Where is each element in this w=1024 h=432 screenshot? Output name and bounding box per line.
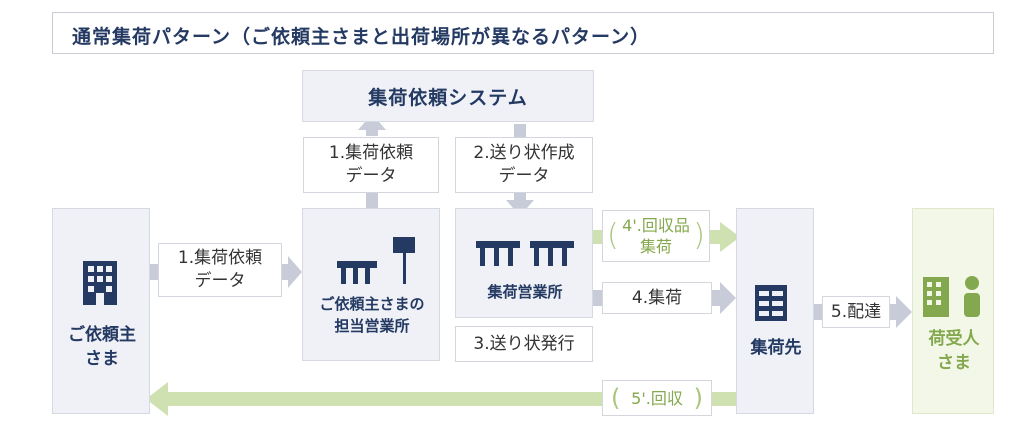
label-collect4b: ( ) 4'.回収品 集荷 bbox=[602, 210, 710, 262]
arrow-up-shaft bbox=[366, 126, 378, 136]
system-label: 集荷依頼システム bbox=[368, 86, 528, 109]
recipient-label: 荷受人 さま bbox=[913, 327, 995, 375]
arrow-return-shaft bbox=[166, 392, 606, 406]
office-label-line2: 担当営業所 bbox=[334, 317, 410, 335]
label-return5: ( ) 5'.回収 bbox=[602, 380, 712, 416]
arrow-shaft-to-pickup bbox=[712, 290, 722, 306]
label-deliver5: 5.配達 bbox=[822, 296, 890, 328]
arrow-system-down bbox=[514, 124, 526, 138]
client-label: ご依頼主 さま bbox=[53, 323, 151, 371]
arrow-up-to-system bbox=[358, 114, 386, 130]
depot-label: 集荷営業所 bbox=[487, 283, 563, 301]
client-label-line1: ご依頼主 bbox=[68, 325, 136, 345]
arrow-office-up bbox=[366, 192, 378, 208]
label-deliver5-text: 5.配達 bbox=[830, 301, 882, 322]
recipient-label-line2: さま bbox=[937, 353, 971, 373]
label-issue3: 3.送り状発行 bbox=[455, 326, 593, 362]
page-title: 通常集荷パターン（ご依頼主さまと出荷場所が異なるパターン） bbox=[52, 12, 994, 54]
recipient-box: 荷受人 さま bbox=[912, 208, 994, 414]
arrow-pickup-to-label5 bbox=[812, 304, 822, 320]
pickup-box: 集荷先 bbox=[736, 208, 814, 414]
label-issue3-text: 3.送り状発行 bbox=[473, 333, 575, 354]
office-counter-icon bbox=[337, 237, 415, 284]
label-data1-top-line1: 1.集荷依頼 bbox=[328, 143, 414, 163]
label-data2-top-line2: データ bbox=[498, 166, 550, 186]
label-data1-left-line1: 1.集荷依頼 bbox=[177, 248, 263, 268]
recipient-icon bbox=[923, 276, 980, 317]
label-collect4: 4.集荷 bbox=[602, 282, 712, 314]
client-box: ご依頼主 さま bbox=[52, 208, 150, 414]
label-data1-top-line2: データ bbox=[345, 166, 397, 186]
office-box: ご依頼主さまの 担当営業所 bbox=[302, 208, 440, 361]
label-return5-text: 5'.回収 bbox=[631, 388, 683, 408]
arrow-green-shaft bbox=[710, 230, 722, 244]
arrow-shaft-to-office bbox=[282, 264, 288, 280]
arrow-down-shaft bbox=[514, 192, 526, 202]
system-box: 集荷依頼システム bbox=[302, 70, 594, 122]
pickup-label: 集荷先 bbox=[750, 338, 802, 358]
client-label-line2: さま bbox=[85, 349, 119, 369]
label-data2-top: 2.送り状作成 データ bbox=[455, 137, 593, 193]
office-label: ご依頼主さまの 担当営業所 bbox=[303, 293, 441, 337]
label-collect4-text: 4.集荷 bbox=[631, 287, 683, 308]
arrow-shaft-to-recipient bbox=[890, 304, 898, 320]
arrow-head-to-recipient bbox=[896, 296, 912, 328]
arrow-green-head bbox=[720, 222, 740, 252]
depot-counter-icon bbox=[476, 241, 574, 266]
label-data1-left-line2: データ bbox=[194, 271, 246, 291]
office-label-line1: ご依頼主さまの bbox=[319, 295, 425, 313]
recipient-label-line1: 荷受人 bbox=[928, 329, 980, 349]
label-collect4b-line1: 4'.回収品 bbox=[622, 216, 690, 235]
pickup-building-icon bbox=[755, 285, 787, 321]
arrow-head-to-office bbox=[288, 256, 302, 288]
depot-box: 集荷営業所 bbox=[455, 208, 593, 318]
building-icon bbox=[83, 261, 117, 305]
label-data1-top: 1.集荷依頼 データ bbox=[303, 137, 439, 193]
label-collect4b-line2: 集荷 bbox=[639, 237, 672, 256]
arrow-return-head bbox=[146, 382, 168, 416]
arrow-head-to-pickup bbox=[720, 282, 736, 314]
label-data1-left: 1.集荷依頼 データ bbox=[158, 243, 282, 297]
arrow-return-shaft-right bbox=[712, 392, 736, 406]
arrow-client-to-label bbox=[150, 264, 160, 280]
label-data2-top-line1: 2.送り状作成 bbox=[473, 143, 575, 163]
